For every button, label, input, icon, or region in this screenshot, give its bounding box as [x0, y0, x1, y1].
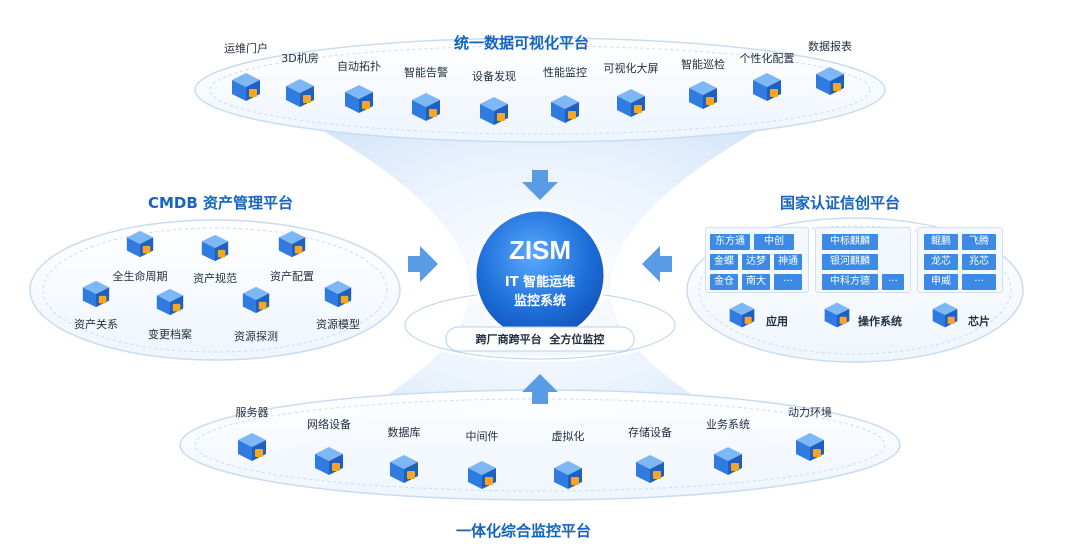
inspection-icon: [686, 78, 720, 116]
top-platform-ring: [194, 37, 886, 143]
server-icon: [235, 430, 269, 468]
right-platform-title: 国家认证信创平台: [780, 194, 901, 212]
left-item-label: 资源模型: [316, 318, 360, 331]
chip-icon: [930, 300, 960, 334]
asset-config-icon: [276, 228, 308, 264]
vendor-chip: 神通: [774, 254, 802, 270]
power-env-icon: [793, 430, 827, 468]
left-item-label: 资产关系: [74, 318, 118, 331]
vendor-chip: 中科方德: [822, 274, 878, 290]
top-item-label: 自动拓扑: [337, 60, 381, 73]
vendor-chip: 飞腾: [962, 234, 996, 250]
gauge-icon: [548, 92, 582, 130]
left-platform-title: CMDB 资产管理平台: [148, 194, 294, 212]
left-item-label: 资产配置: [270, 270, 314, 283]
left-item-label: 变更档案: [148, 328, 192, 341]
bottom-item-label: 存储设备: [628, 426, 672, 439]
zism-subtitle-1: IT 智能运维: [504, 275, 576, 290]
vendor-chip: ···: [882, 274, 904, 290]
vendor-chip: 银河麒麟: [822, 254, 878, 270]
vendor-chip: ···: [962, 274, 996, 290]
zism-subtitle-2: 监控系统: [513, 294, 566, 309]
bottom-platform-title: 一体化综合监控平台: [456, 522, 592, 540]
left-item-label: 资源探测: [234, 330, 278, 343]
vendor-chip: 达梦: [742, 254, 770, 270]
vendor-chip: 龙芯: [924, 254, 958, 270]
vendor-chip: ···: [774, 274, 802, 290]
xinchuang-group-box: 东方通中创金蝶达梦神通金仓南大···: [705, 227, 809, 293]
vendor-chip: 南大: [742, 274, 770, 290]
middleware-icon: [465, 458, 499, 496]
topology-icon: [342, 82, 376, 120]
vendor-chip: 申威: [924, 274, 958, 290]
database-icon: [387, 452, 421, 490]
vendor-chip: 中创: [754, 234, 794, 250]
vendor-chip: 东方通: [710, 234, 750, 250]
resource-model-icon: [322, 278, 354, 314]
bottom-item-label: 网络设备: [307, 418, 351, 431]
arrow-right-icon: [408, 246, 438, 282]
change-archive-icon: [154, 286, 186, 322]
top-item-label: 性能监控: [543, 66, 587, 79]
top-platform-ring-inner: [209, 45, 871, 135]
network-device-icon: [312, 444, 346, 482]
business-system-icon: [711, 444, 745, 482]
cube-room-icon: [283, 76, 317, 114]
xinchuang-group-box: 中标麒麟银河麒麟中科方德···: [815, 227, 911, 293]
right-platform-ring-inner: [698, 225, 1012, 355]
vendor-chip: 兆芯: [962, 254, 996, 270]
vendor-chip: 中标麒麟: [822, 234, 878, 250]
arrow-left-icon: [642, 246, 672, 282]
vendor-chip: 金仓: [710, 274, 738, 290]
bottom-item-label: 数据库: [387, 426, 421, 439]
bottom-platform-ring-inner: [194, 398, 886, 492]
bottom-item-label: 虚拟化: [551, 430, 585, 443]
virtualization-icon: [551, 458, 585, 496]
report-icon: [813, 64, 847, 102]
os-icon: [822, 300, 852, 334]
top-item-label: 运维门户: [224, 42, 268, 55]
xinchuang-group-label: 芯片: [968, 315, 990, 328]
arrow-down-icon: [522, 170, 558, 200]
app-icon: [727, 300, 757, 334]
top-item-label: 设备发现: [472, 70, 516, 83]
xinchuang-group-label: 应用: [766, 315, 788, 328]
top-item-label: 数据报表: [808, 40, 852, 53]
zism-name: ZISM: [508, 235, 572, 265]
left-platform-ring: [29, 219, 401, 361]
asset-standard-icon: [199, 232, 231, 268]
top-item-label: 3D机房: [281, 52, 319, 65]
resource-probe-icon: [240, 284, 272, 320]
vendor-chip: 金蝶: [710, 254, 738, 270]
tagline-pill: [445, 326, 635, 352]
arrow-up-icon: [522, 374, 558, 404]
screen-chart-icon: [614, 86, 648, 124]
bottom-item-label: 业务系统: [706, 418, 750, 431]
left-platform-ring-inner: [42, 227, 388, 353]
top-item-label: 个性化配置: [739, 52, 795, 65]
top-item-label: 智能巡检: [681, 58, 725, 71]
top-item-label: 智能告警: [404, 66, 448, 79]
top-item-label: 可视化大屏: [603, 62, 659, 75]
alarm-icon: [409, 90, 443, 128]
device-search-icon: [477, 94, 511, 132]
lifecycle-icon: [124, 228, 156, 264]
xinchuang-group-box: 鲲鹏飞腾龙芯兆芯申威···: [917, 227, 1003, 293]
gear-icon: [750, 70, 784, 108]
bottom-item-label: 服务器: [235, 406, 269, 419]
xinchuang-group-label: 操作系统: [858, 315, 902, 328]
zism-tagline: 跨厂商跨平台 全方位监控: [475, 333, 605, 346]
bottom-item-label: 中间件: [465, 430, 499, 443]
asset-relation-icon: [80, 278, 112, 314]
top-platform-title: 统一数据可视化平台: [454, 34, 590, 52]
bottom-item-label: 动力环境: [788, 406, 832, 419]
vendor-chip: 鲲鹏: [924, 234, 958, 250]
storage-icon: [633, 452, 667, 490]
left-item-label: 全生命周期: [112, 270, 168, 283]
left-item-label: 资产规范: [193, 272, 237, 285]
house-icon: [229, 70, 263, 108]
